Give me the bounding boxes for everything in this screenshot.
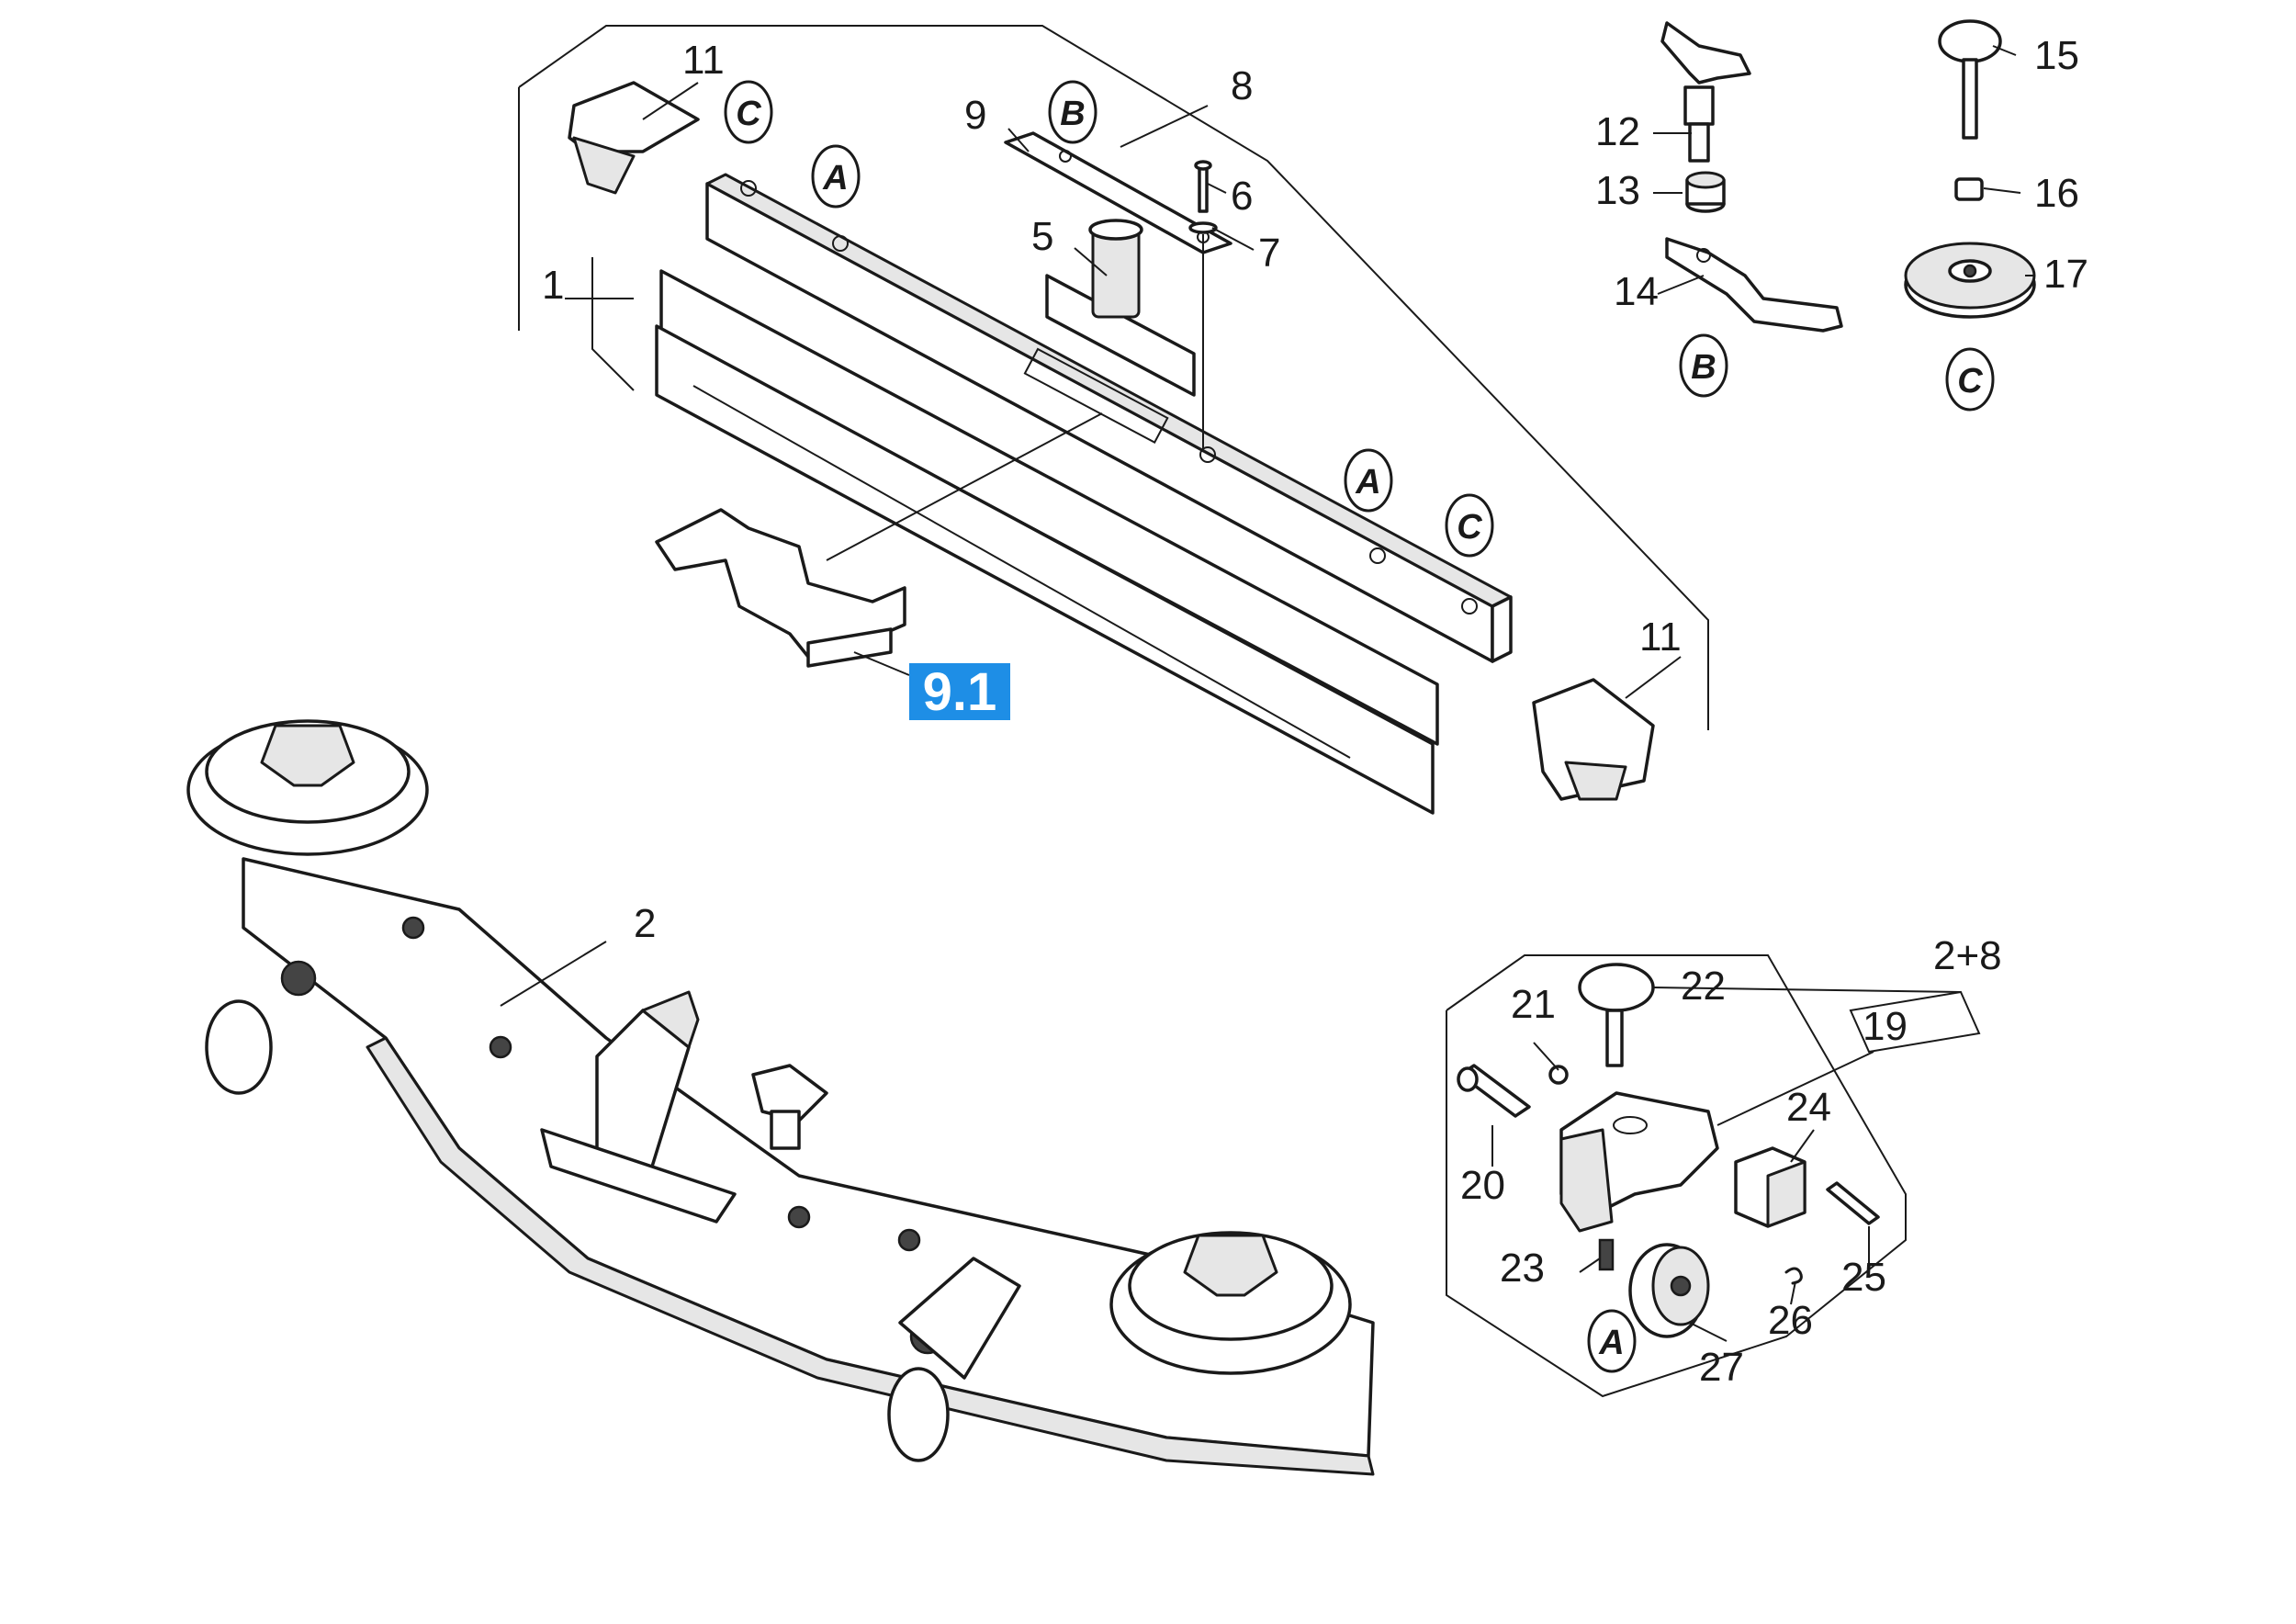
- part-label-11-bottom: 11: [1639, 615, 1682, 660]
- roller-part-27: [1628, 1243, 1710, 1338]
- part-label-8: 8: [1231, 63, 1253, 108]
- part-label-27: 27: [1699, 1345, 1744, 1390]
- reference-oval-c-1: C: [724, 80, 773, 144]
- squeegee-frame-part-2: [242, 857, 1375, 1476]
- highlight-label-9-1: 9.1: [923, 662, 997, 722]
- frame-nut-4: [401, 916, 425, 940]
- reference-oval-a-3: A: [1587, 1309, 1637, 1373]
- part-label-23: 23: [1500, 1246, 1545, 1291]
- spacer-part-13: [1685, 171, 1726, 213]
- part-label-16: 16: [2034, 171, 2079, 216]
- screw-part-25: [1826, 1181, 1880, 1225]
- part-label-5: 5: [1031, 214, 1053, 259]
- part-label-19: 19: [1863, 1004, 1908, 1049]
- caster-wheel-left: [186, 719, 429, 1095]
- bracket-part-14: [1665, 237, 1843, 333]
- group-marker-19: [1849, 990, 1981, 1054]
- part-label-25: 25: [1841, 1255, 1886, 1300]
- reference-oval-c-3: C: [1945, 347, 1995, 412]
- frame-nut-3: [897, 1228, 921, 1252]
- svg-text:B: B: [1691, 348, 1716, 387]
- part-label-6: 6: [1231, 174, 1253, 219]
- spacer-part-16: [1954, 177, 1984, 201]
- svg-text:B: B: [1060, 95, 1085, 133]
- part-label-9: 9: [964, 93, 986, 138]
- spring-part-23: [1598, 1238, 1615, 1271]
- svg-text:C: C: [1457, 508, 1482, 547]
- pin-part-20: [1457, 1064, 1531, 1118]
- assembly-outline-top: [518, 25, 1709, 730]
- end-cap-part-11-bottom: [1532, 678, 1655, 801]
- reference-oval-a-1: A: [811, 144, 861, 209]
- reference-oval-b-1: B: [1048, 80, 1097, 144]
- wing-knob-part-12: [1660, 21, 1751, 163]
- svg-text:C: C: [736, 95, 761, 133]
- part-label-13: 13: [1595, 168, 1640, 213]
- part-label-26: 26: [1768, 1298, 1813, 1343]
- part-label-22: 22: [1681, 964, 1726, 1009]
- block-part-24: [1734, 1146, 1806, 1228]
- knob-part-22: [1578, 963, 1655, 1067]
- clip-part-26: [1784, 1267, 1803, 1285]
- part-label-24: 24: [1786, 1085, 1831, 1130]
- knob-part-15: [1938, 19, 2002, 140]
- leader-lines: [500, 45, 2034, 1342]
- part-label-11-top: 11: [682, 38, 725, 83]
- highlight-box-9-1: [909, 663, 1010, 720]
- screw-part-6: [1188, 160, 1218, 450]
- frame-nut-1: [489, 1035, 512, 1059]
- nut-part-21: [1548, 1065, 1569, 1085]
- reference-oval-a-2: A: [1344, 448, 1393, 513]
- frame-nut-2: [787, 1205, 811, 1229]
- part-label-21: 21: [1511, 982, 1556, 1027]
- svg-text:A: A: [1355, 463, 1380, 502]
- part-label-7: 7: [1258, 231, 1280, 276]
- mounting-plate-part-9: [1004, 131, 1232, 254]
- reference-oval-b-2: B: [1679, 333, 1728, 398]
- reference-oval-c-2: C: [1445, 493, 1494, 558]
- assembly-outline-bracket: [591, 257, 635, 391]
- part-label-1: 1: [542, 263, 564, 308]
- wheel-part-17: [1904, 242, 2036, 319]
- squeegee-blades: [655, 269, 1439, 815]
- svg-text:C: C: [1957, 362, 1983, 400]
- caster-wheel-right: [887, 1231, 1352, 1462]
- end-cap-part-11-top: [568, 81, 700, 195]
- part-label-14: 14: [1614, 269, 1659, 314]
- squeegee-holder-bar: [705, 173, 1513, 663]
- frame-hose-inlet: [540, 990, 737, 1224]
- part-label-2: 2: [634, 901, 656, 946]
- detail-group-outline: [1446, 954, 1907, 1398]
- part-label-20: 20: [1460, 1163, 1505, 1208]
- hose-connector-part-5: [1045, 219, 1196, 397]
- group-label-2-8: 2+8: [1933, 933, 2002, 978]
- part-label-12: 12: [1595, 109, 1640, 154]
- leader-9-1: [853, 651, 910, 676]
- part-label-15: 15: [2034, 33, 2079, 78]
- frame-wing-knob: [751, 1064, 828, 1150]
- svg-text:A: A: [822, 159, 848, 197]
- svg-text:A: A: [1598, 1324, 1624, 1362]
- roller-holder: [1559, 1091, 1719, 1233]
- part-label-17: 17: [2043, 252, 2088, 297]
- bracket-part-9-1: [655, 508, 906, 668]
